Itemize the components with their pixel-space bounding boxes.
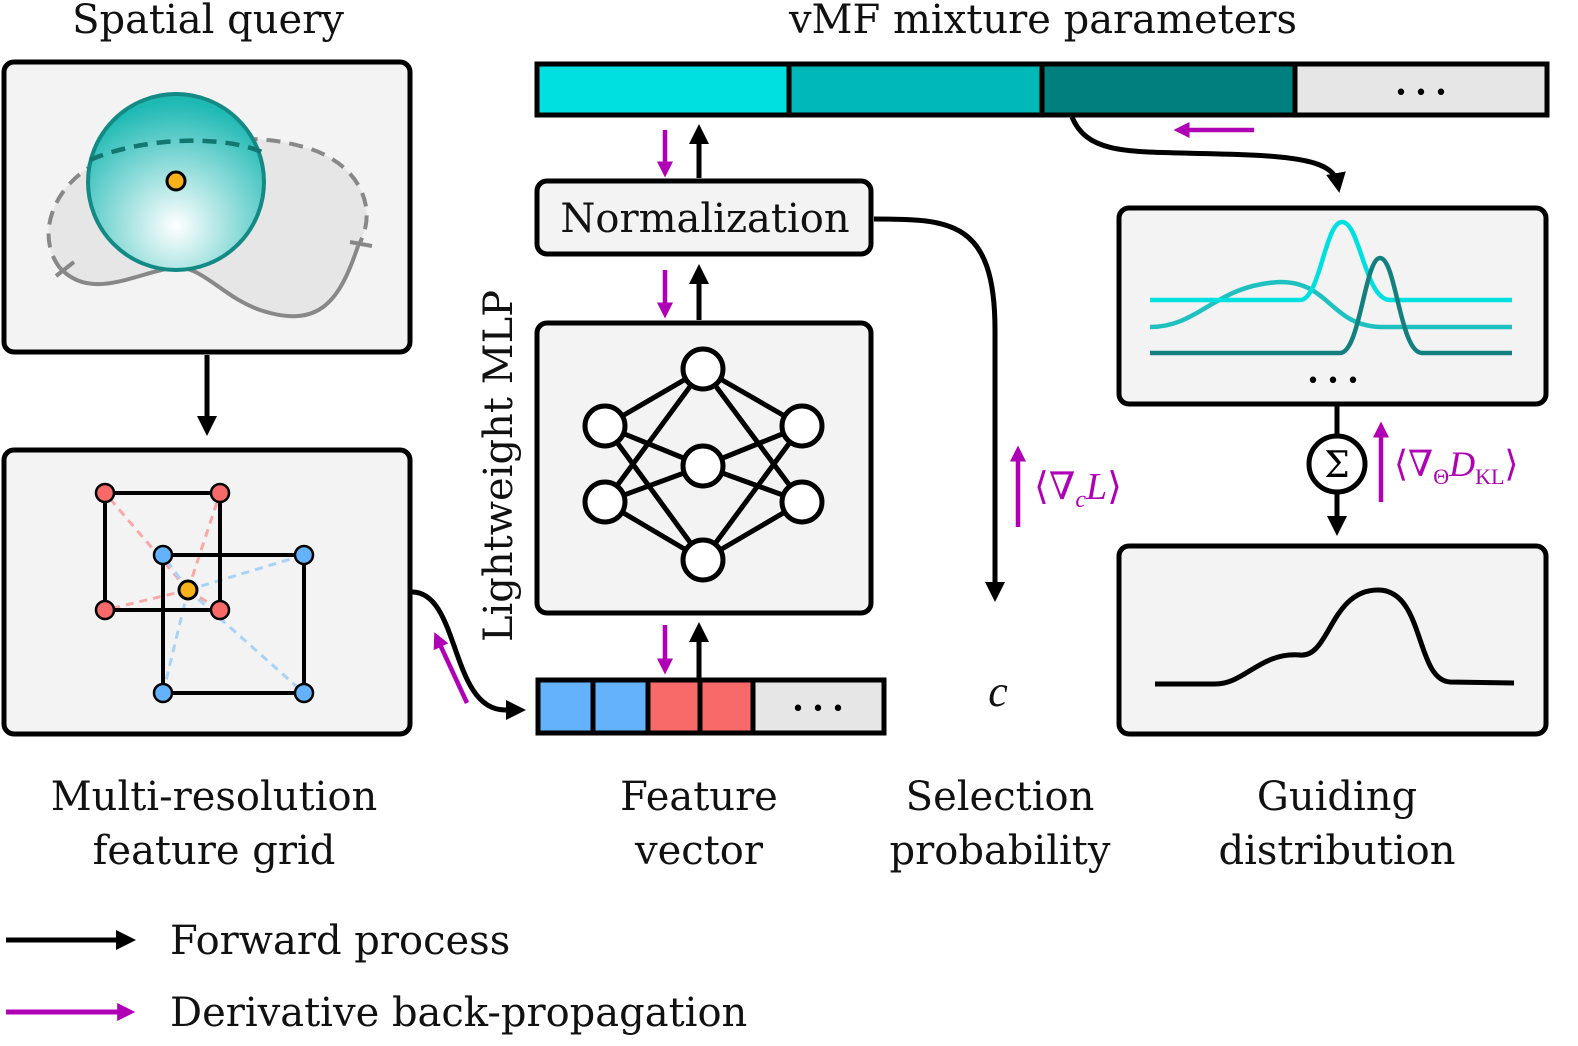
blue-grid-vertices <box>152 544 315 704</box>
guiding-distribution-box <box>1116 543 1549 737</box>
guiding-curve <box>1155 587 1515 687</box>
feature-cell-rest <box>750 677 887 736</box>
query-point <box>165 170 187 192</box>
arrow-norm-to-c <box>873 216 1005 602</box>
feature-ellipsis: • • • <box>792 697 845 722</box>
mlp-label: Lightweight MLP <box>476 290 522 642</box>
feature-cell-blue-2 <box>590 677 651 736</box>
sum-symbol: Σ <box>1324 445 1349 486</box>
feature-cell-red-2 <box>697 677 756 736</box>
grid-query-point <box>177 579 199 601</box>
selection-label-line2: probability <box>890 828 1111 874</box>
selection-label-line1: Selection <box>906 774 1095 820</box>
legend-forward-label: Forward process <box>170 918 510 964</box>
normalization-box: Normalization <box>534 178 874 257</box>
legend: Forward process Derivative back-propagat… <box>6 918 747 1036</box>
surface-solid-outline <box>58 245 360 319</box>
spatial-query-title: Spatial query <box>72 0 344 43</box>
lobe-curve-1 <box>1149 279 1512 330</box>
mlp-box <box>534 320 874 616</box>
lobe-curve-2 <box>1150 219 1512 303</box>
feature-grid-box <box>1 447 413 737</box>
spatial-query-box <box>1 59 413 355</box>
vmf-segment-2 <box>786 61 1045 118</box>
grid-label-line1: Multi-resolution <box>51 774 378 820</box>
grad-arrow-grid <box>433 632 470 704</box>
vmf-ellipsis: • • • <box>1395 81 1448 106</box>
vmf-parameter-bar: • • • <box>534 61 1550 118</box>
feature-label-line1: Feature <box>620 774 778 820</box>
feature-vector: • • • <box>535 677 887 736</box>
vmf-segment-rest <box>1292 61 1550 118</box>
gradient-c-label: ⟨∇cL⟩ <box>1034 466 1122 513</box>
feature-cell-blue-1 <box>535 677 596 736</box>
normalization-label: Normalization <box>560 196 849 242</box>
guiding-label-line1: Guiding <box>1257 774 1417 820</box>
mlp-network-icon <box>582 346 825 583</box>
fine-grid-cell <box>161 553 306 695</box>
selection-symbol-c: c <box>988 667 1008 716</box>
arrow-grid-to-feature <box>411 589 526 720</box>
sum-node <box>1306 433 1368 495</box>
legend-backward-label: Derivative back-propagation <box>170 990 747 1036</box>
lobe-curve-3 <box>1150 255 1512 356</box>
vmf-lobes-box: • • • <box>1116 205 1549 407</box>
gradient-kl-label: ⟨∇ΘDKL⟩ <box>1394 444 1518 489</box>
guiding-label-line2: distribution <box>1219 828 1456 874</box>
vmf-segment-3 <box>1039 61 1298 118</box>
feature-cell-red-1 <box>645 677 703 736</box>
arrow-vmf-to-guiding <box>1069 115 1346 193</box>
vmf-params-title: vMF mixture parameters <box>788 0 1297 43</box>
grid-label-line2: feature grid <box>93 828 336 874</box>
feature-label-line2: vector <box>634 828 764 874</box>
red-grid-vertices <box>94 482 231 621</box>
lobes-ellipsis: • • • <box>1307 369 1360 394</box>
vmf-segment-1 <box>534 61 792 118</box>
surface-dashed-outline <box>46 137 369 270</box>
